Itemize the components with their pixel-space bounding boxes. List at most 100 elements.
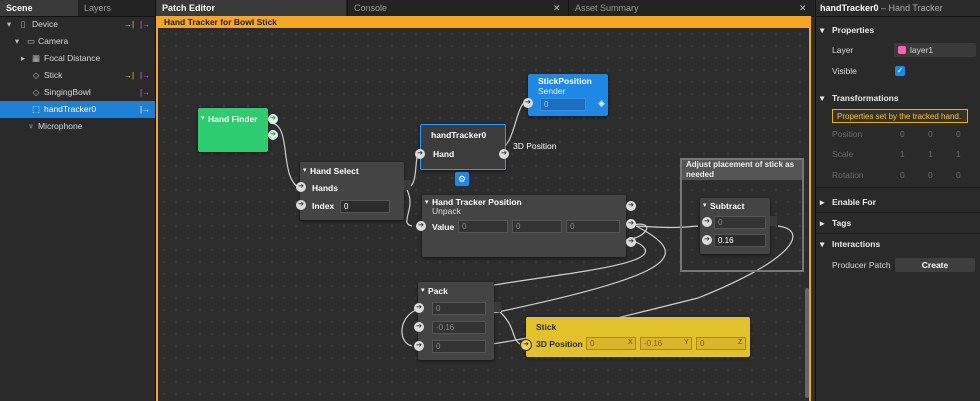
value-x-field[interactable]: 0 [458,220,508,233]
input-port-icon[interactable]: ➔ [523,98,533,108]
output-port-icon[interactable]: ➔ [268,130,278,140]
chevron-down-icon[interactable]: ▾ [820,25,825,35]
pack-field-z[interactable]: 0 [432,340,486,353]
close-icon[interactable]: ✕ [799,3,807,13]
pack-field-y[interactable]: -0.16 [432,321,486,334]
node-stick[interactable]: Stick ➔ 3D Position 0 X -0.16 Y 0 Z [520,317,750,357]
tab-console[interactable]: Console [347,0,567,16]
output-port-icon[interactable] [494,302,501,312]
input-port-icon[interactable]: ➔ [414,322,424,332]
input-port-icon[interactable]: ➔ [702,217,712,227]
caret-down-icon[interactable]: ▾ [201,115,205,122]
rotation-row: Rotation 0 0 0 [816,168,980,182]
section-properties[interactable]: ▾ Properties [816,23,980,37]
device-icon: ▯ [20,19,26,29]
stick-field-z[interactable]: 0 [696,337,746,350]
caret-down-icon[interactable]: ▾ [703,202,707,209]
section-enable-for[interactable]: ▸ Enable For [816,195,980,209]
node-handtracker0[interactable]: handTracker0 ➔ Hand ➔ [415,124,509,170]
input-port-icon[interactable]: ➔ [520,339,532,351]
sender-diamond-icon[interactable]: ◈ [598,98,605,108]
output-port-icon[interactable]: ➔ [626,219,636,229]
node-hand-select[interactable]: ▾ Hand Select ➔ Hands ➔ Index 0 [296,162,411,220]
output-port-icon[interactable]: ➔ [268,114,278,124]
input-port-icon[interactable]: ➔ [296,200,306,210]
close-icon[interactable]: ✕ [553,3,561,13]
section-tags[interactable]: ▸ Tags [816,216,980,230]
inspector-object-type: – Hand Tracker [881,3,943,13]
section-interactions[interactable]: ▾ Interactions [816,237,980,251]
output-port-icon[interactable] [770,216,777,226]
node-pack[interactable]: ▾ Pack ➔ 0 ➔ -0.16 ➔ 0 [414,282,501,360]
tree-item-focal-distance[interactable]: ▸ ▦ Focal Distance [0,50,155,67]
subtract-field-a[interactable]: 0 [714,216,766,229]
tree-item-singingbowl[interactable]: ◇ SingingBowl |→ [0,84,155,101]
tab-scene[interactable]: Scene [0,0,78,16]
caret-down-icon[interactable]: ▾ [421,287,425,294]
node-hand-finder[interactable]: Hand Finder ▾ ➔ ➔ [198,108,278,152]
node-hand-tracker-position[interactable]: ▾ Hand Tracker Position Unpack ➔ Value 0… [416,195,636,257]
chevron-right-icon[interactable]: ▸ [820,218,825,228]
patch-from-icon[interactable]: |→ [140,105,151,114]
chevron-right-icon[interactable]: ▸ [20,53,26,63]
output-port-icon[interactable] [404,180,411,190]
caret-down-icon[interactable]: ▾ [303,167,307,174]
subtract-field-b[interactable]: 0.16 [714,234,766,247]
chevron-down-icon[interactable]: ▾ [820,239,825,249]
stick-field-x[interactable]: 0 [586,337,636,350]
tab-asset-summary[interactable]: Asset Summary [568,0,814,16]
patch-from-icon[interactable]: |→ [140,71,151,80]
create-button[interactable]: Create [895,258,975,272]
tree-item-camera[interactable]: ▾ ▭ Camera [0,33,155,50]
patch-canvas[interactable]: Hand Finder ▾ ➔ ➔ StickPosition Sender 0… [156,28,811,401]
tree-item-microphone[interactable]: ♆ Microphone [0,118,155,135]
tree-item-label: Focal Distance [44,53,101,63]
chevron-down-icon[interactable]: ▾ [820,93,825,103]
output-port-icon[interactable]: ➔ [626,201,636,211]
producer-patch-label: Producer Patch [832,260,891,270]
caret-down-icon[interactable]: ▾ [425,199,429,206]
port-label-index: Index [312,201,335,211]
canvas-scrollbar[interactable] [805,288,809,398]
visible-checkbox[interactable]: ✓ [895,66,905,76]
stick-field-y[interactable]: -0.16 [640,337,692,350]
chevron-down-icon[interactable]: ▾ [14,36,20,46]
input-port-icon[interactable]: ➔ [414,303,424,313]
tree-item-handtracker0[interactable]: ⬚ handTracker0 |→ [0,101,155,118]
value-z-field[interactable]: 0 [566,220,620,233]
patch-to-icon[interactable]: →| [124,71,135,80]
section-label: Transformations [832,93,899,103]
group-title[interactable]: Hand Tracker for Bowl Stick [156,16,811,29]
node-subtract[interactable]: ▾ Subtract ➔ 0 ➔ 0.16 [700,198,777,254]
gear-icon[interactable]: ⚙ [455,172,469,186]
tab-patch-editor[interactable]: Patch Editor [156,0,346,16]
pack-field-x[interactable]: 0 [432,302,486,315]
divider [816,16,980,17]
output-port-icon[interactable]: ➔ [626,237,636,247]
input-port-icon[interactable]: ➔ [702,235,712,245]
layer-dropdown[interactable]: layer1 [894,43,976,57]
chevron-right-icon[interactable]: ▸ [820,197,825,207]
visible-row: Visible ✓ [816,64,980,78]
input-port-icon[interactable]: ➔ [416,221,426,231]
patch-from-icon[interactable]: |→ [140,20,151,29]
section-transformations[interactable]: ▾ Transformations [816,91,980,105]
input-port-icon[interactable]: ➔ [296,182,306,192]
port-label-hand: Hand [433,149,455,159]
value-y-field[interactable]: 0 [512,220,562,233]
sender-value-field[interactable]: 0 [540,98,586,111]
tree-item-device[interactable]: ▾ ▯ Device →| |→ [0,16,155,33]
port-label-3d-position: 3D Position [536,339,583,349]
patch-from-icon[interactable]: |→ [140,88,151,97]
tab-layers[interactable]: Layers [84,3,112,13]
output-port-icon[interactable]: ➔ [499,149,509,159]
patch-to-icon[interactable]: →| [124,20,135,29]
input-port-icon[interactable]: ➔ [415,149,425,159]
comment-box[interactable]: Adjust placement of stick as needed [680,158,804,272]
node-stick-position-sender[interactable]: StickPosition Sender 0 ◈ ➔ [523,74,608,116]
divider [816,233,980,234]
chevron-down-icon[interactable]: ▾ [6,19,12,29]
tree-item-stick[interactable]: ◇ Stick →| |→ [0,67,155,84]
index-field[interactable]: 0 [340,200,390,213]
input-port-icon[interactable]: ➔ [414,341,424,351]
